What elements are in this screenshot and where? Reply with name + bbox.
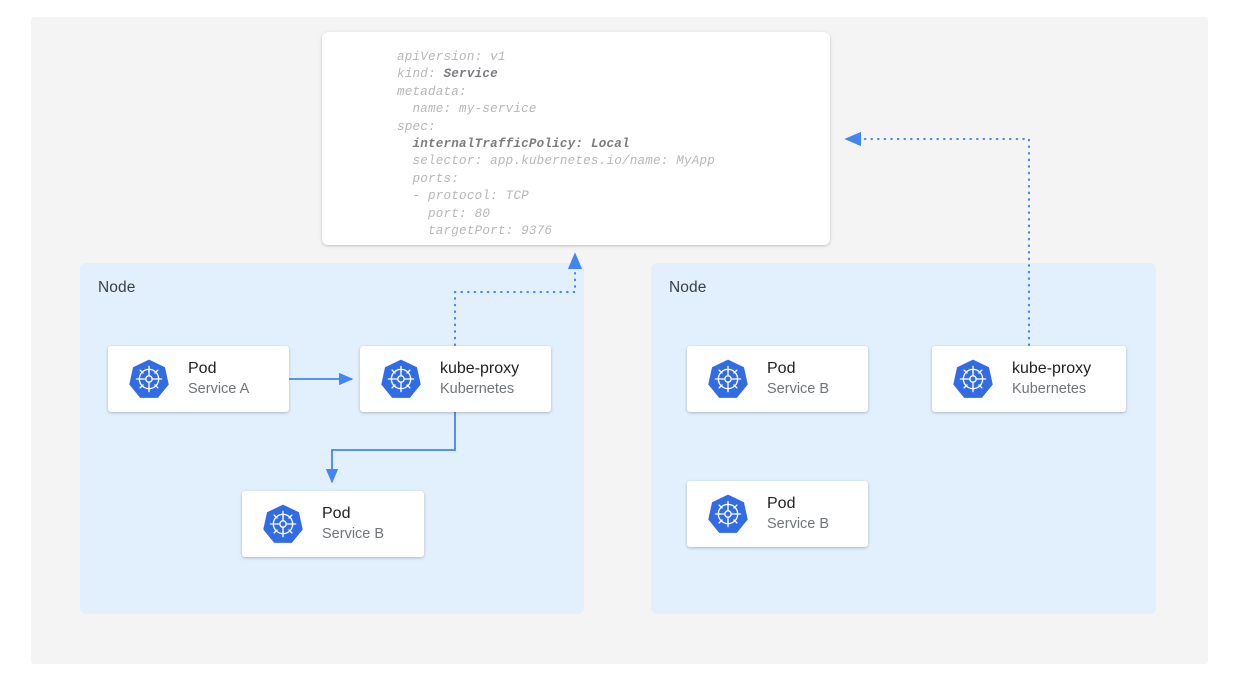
card-subtitle: Service A	[188, 380, 250, 397]
card-title: kube-proxy	[440, 360, 520, 377]
kubernetes-icon	[380, 358, 422, 400]
card-subtitle: Service B	[767, 515, 830, 532]
card-title: Pod	[188, 360, 217, 377]
service-manifest-code: apiVersion: v1 kind: Service metadata: n…	[397, 50, 716, 239]
card-pod-service-b-right-bottom[interactable]: Pod Service B	[687, 481, 868, 547]
card-text: Pod Service A	[188, 360, 249, 398]
card-text: kube-proxy Kubernetes	[440, 360, 519, 398]
card-kube-proxy-left[interactable]: kube-proxy Kubernetes	[360, 346, 551, 412]
kubernetes-icon	[128, 358, 170, 400]
node-container-right	[651, 263, 1156, 614]
card-kube-proxy-right[interactable]: kube-proxy Kubernetes	[932, 346, 1126, 412]
card-text: Pod Service B	[767, 360, 829, 398]
card-text: Pod Service B	[767, 495, 829, 533]
card-pod-service-b-right-top[interactable]: Pod Service B	[687, 346, 868, 412]
card-title: kube-proxy	[1012, 360, 1092, 377]
kubernetes-icon	[707, 493, 749, 535]
card-text: kube-proxy Kubernetes	[1012, 360, 1091, 398]
card-subtitle: Service B	[322, 525, 385, 542]
card-title: Pod	[767, 495, 796, 512]
node-container-left	[80, 263, 584, 614]
node-label-left: Node	[98, 279, 136, 296]
card-subtitle: Kubernetes	[440, 380, 515, 397]
kubernetes-icon	[262, 503, 304, 545]
card-pod-service-a[interactable]: Pod Service A	[108, 346, 289, 412]
kubernetes-icon	[952, 358, 994, 400]
card-pod-service-b-left[interactable]: Pod Service B	[242, 491, 424, 557]
node-label-right: Node	[669, 279, 707, 296]
card-title: Pod	[322, 505, 351, 522]
card-subtitle: Kubernetes	[1012, 380, 1087, 397]
kubernetes-icon	[707, 358, 749, 400]
card-text: Pod Service B	[322, 505, 384, 543]
service-manifest-card: apiVersion: v1 kind: Service metadata: n…	[322, 32, 830, 245]
card-title: Pod	[767, 360, 796, 377]
card-subtitle: Service B	[767, 380, 830, 397]
